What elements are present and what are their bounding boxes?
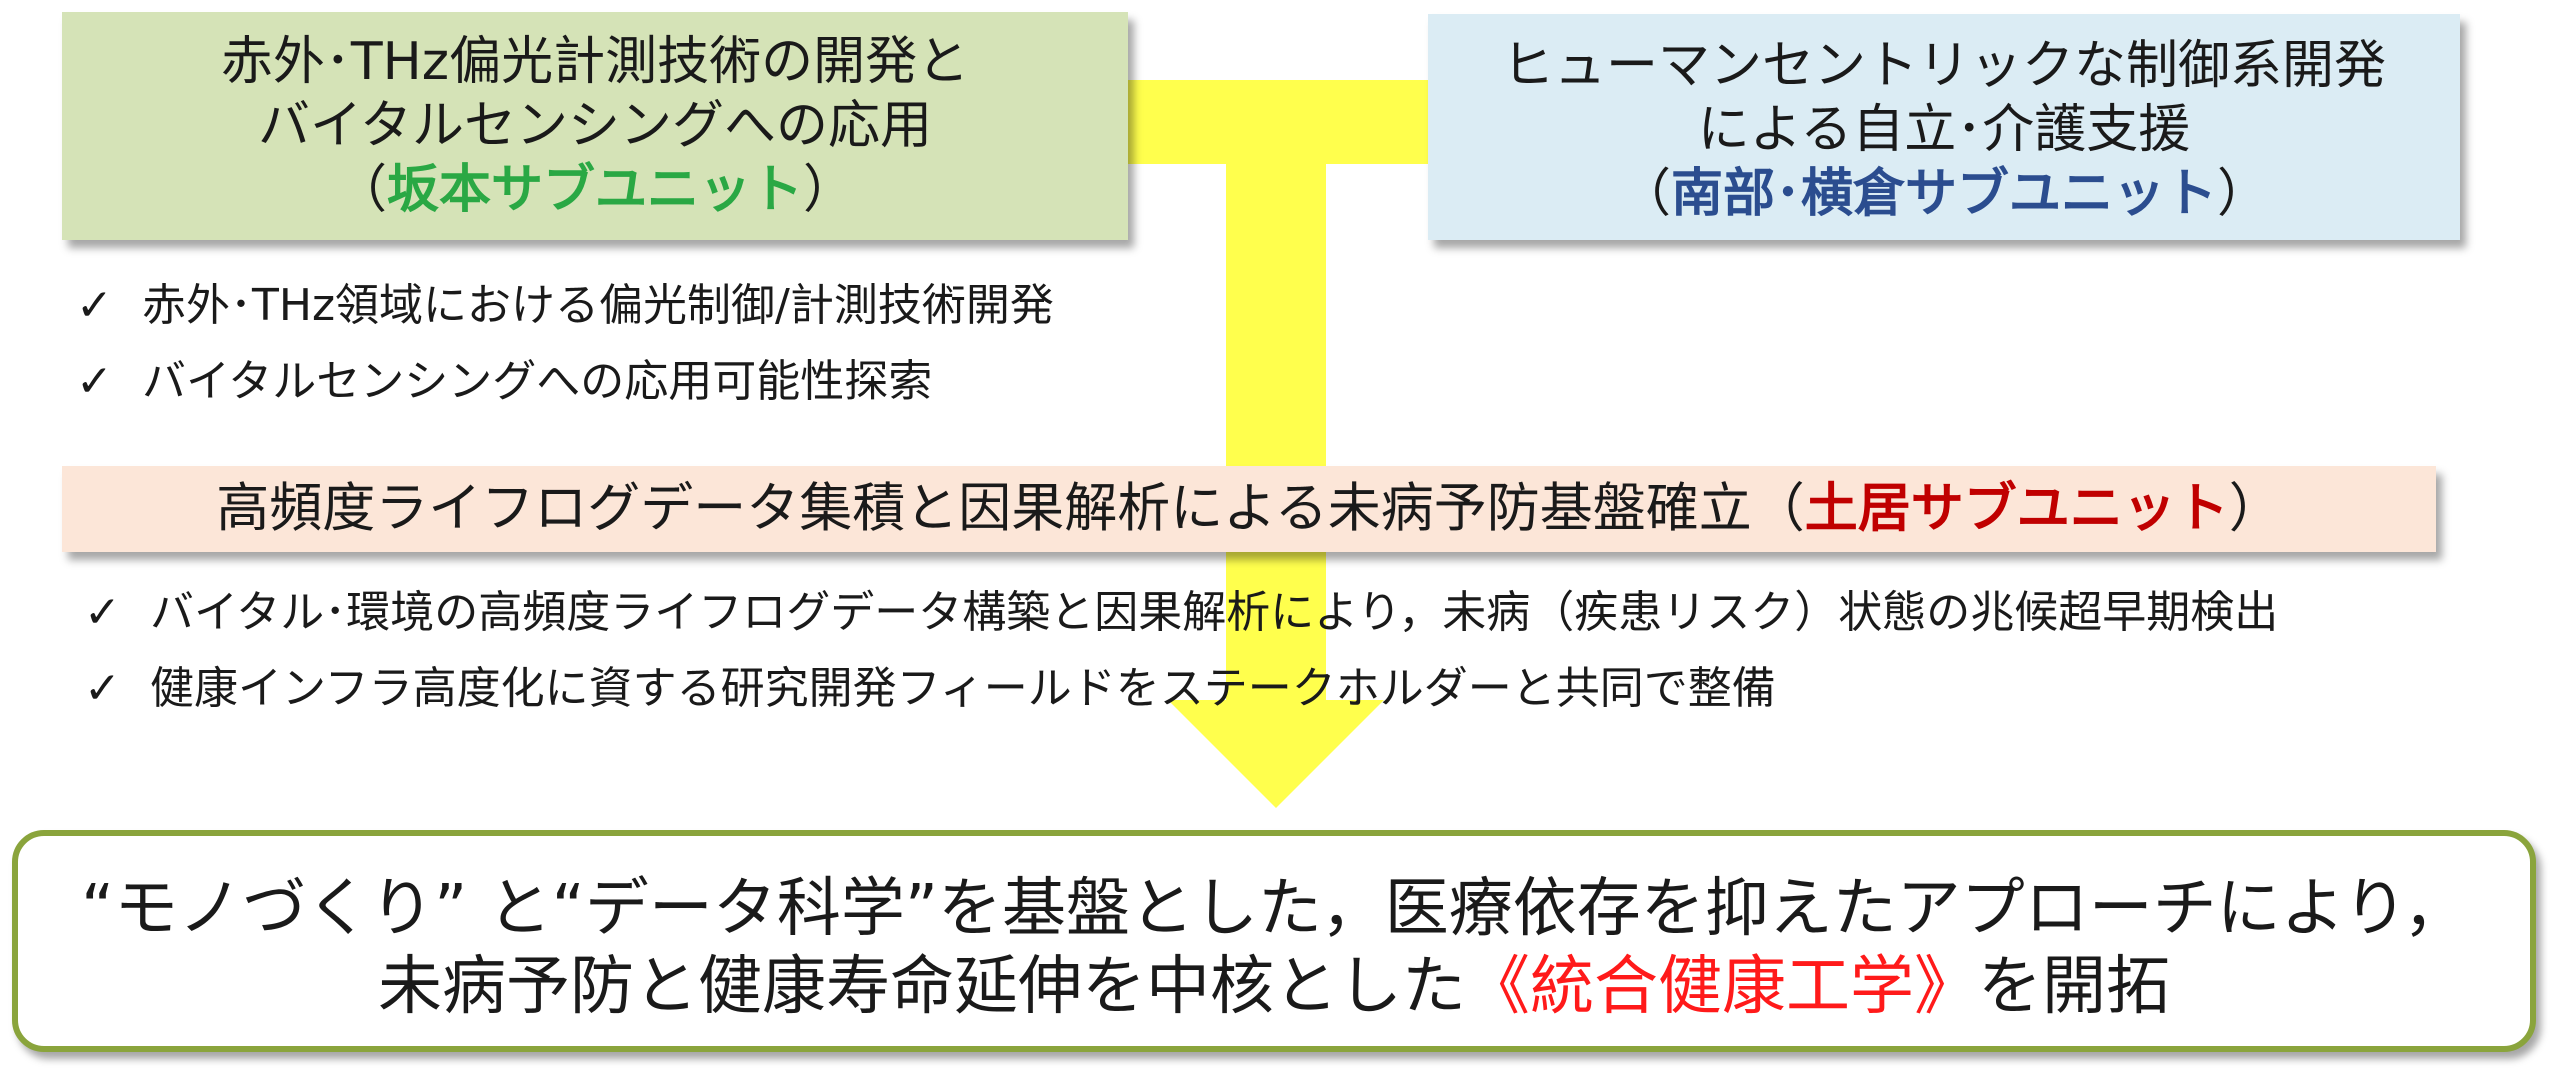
integrated-health-engineering-label: 《統合健康工学》 (1466, 950, 1978, 1024)
conclusion-text: “モノづくり” と“データ科学”を基盤とした，医療依存を抑えたアプローチにより，… (18, 870, 2530, 1026)
horizontal-connector-bar (1128, 80, 1428, 164)
doi-close-paren: ） (2228, 478, 2282, 539)
sakamoto-line-1: 赤外･THz偏光計測技術の開発と (220, 32, 970, 92)
sakamoto-subunit-name: 坂本サブユニット (386, 160, 803, 220)
sakamoto-line-3: （坂本サブユニット） (62, 158, 1128, 222)
nanbu-yokokura-subunit-box: ヒューマンセントリックな制御系開発 による自立･介護支援 （南部･横倉サブユニッ… (1428, 14, 2460, 240)
doi-title: 高頻度ライフログデータ集積と因果解析による未病予防基盤確立 (216, 478, 1752, 539)
nanbu-subunit-name: 南部･横倉サブユニット (1670, 164, 2217, 224)
list-item: ✓ 健康インフラ高度化に資する研究開発フィールドをステークホルダーと共同で整備 (84, 651, 2278, 727)
bullet-text: 健康インフラ高度化に資する研究開発フィールドをステークホルダーと共同で整備 (150, 663, 1776, 714)
list-item: ✓ バイタルセンシングへの応用可能性探索 (76, 344, 1054, 420)
doi-bullet-list: ✓ バイタル･環境の高頻度ライフログデータ構築と因果解析により，未病（疾患リスク）… (84, 575, 2278, 727)
doi-subunit-name: 土居サブユニット (1804, 478, 2229, 539)
sakamoto-open-paren: （ (334, 160, 387, 220)
doi-subunit-box: 高頻度ライフログデータ集積と因果解析による未病予防基盤確立（土居サブユニット） (62, 466, 2436, 552)
bullet-text: 赤外･THz領域における偏光制御/計測技術開発 (142, 280, 1054, 331)
doi-open-paren: （ (1751, 478, 1805, 539)
bullet-text: バイタル･環境の高頻度ライフログデータ構築と因果解析により，未病（疾患リスク）状… (150, 587, 2279, 638)
checkmark-icon: ✓ (76, 280, 113, 331)
sakamoto-close-paren: ） (803, 160, 856, 220)
list-item: ✓ バイタル･環境の高頻度ライフログデータ構築と因果解析により，未病（疾患リスク）… (84, 575, 2278, 651)
bullet-text: バイタルセンシングへの応用可能性探索 (142, 356, 933, 407)
checkmark-icon: ✓ (84, 587, 121, 638)
sakamoto-line-2: バイタルセンシングへの応用 (258, 96, 932, 156)
conclusion-line-2-prefix: 未病予防と健康寿命延伸を中核とした (378, 950, 1466, 1024)
checkmark-icon: ✓ (84, 663, 121, 714)
doi-subunit-text: 高頻度ライフログデータ集積と因果解析による未病予防基盤確立（土居サブユニット） (62, 477, 2436, 541)
conclusion-box: “モノづくり” と“データ科学”を基盤とした，医療依存を抑えたアプローチにより，… (12, 830, 2536, 1052)
sakamoto-subunit-text: 赤外･THz偏光計測技術の開発と バイタルセンシングへの応用 （坂本サブユニット… (62, 30, 1128, 222)
list-item: ✓ 赤外･THz領域における偏光制御/計測技術開発 (76, 268, 1054, 344)
nanbu-open-paren: （ (1618, 164, 1671, 224)
nanbu-line-1: ヒューマンセントリックな制御系開発 (1501, 36, 2386, 96)
nanbu-line-2: による自立･介護支援 (1697, 100, 2191, 160)
conclusion-line-1: “モノづくり” と“データ科学”を基盤とした，医療依存を抑えたアプローチにより， (81, 872, 2467, 946)
checkmark-icon: ✓ (76, 356, 113, 407)
nanbu-line-3: （南部･横倉サブユニット） (1428, 162, 2460, 226)
conclusion-line-2-suffix: を開拓 (1978, 950, 2170, 1024)
conclusion-line-2: 未病予防と健康寿命延伸を中核とした《統合健康工学》を開拓 (18, 948, 2530, 1026)
nanbu-close-paren: ） (2217, 164, 2270, 224)
sakamoto-subunit-box: 赤外･THz偏光計測技術の開発と バイタルセンシングへの応用 （坂本サブユニット… (62, 12, 1128, 240)
sakamoto-bullet-list: ✓ 赤外･THz領域における偏光制御/計測技術開発 ✓ バイタルセンシングへの応用可… (76, 268, 1054, 420)
nanbu-subunit-text: ヒューマンセントリックな制御系開発 による自立･介護支援 （南部･横倉サブユニッ… (1428, 34, 2460, 226)
